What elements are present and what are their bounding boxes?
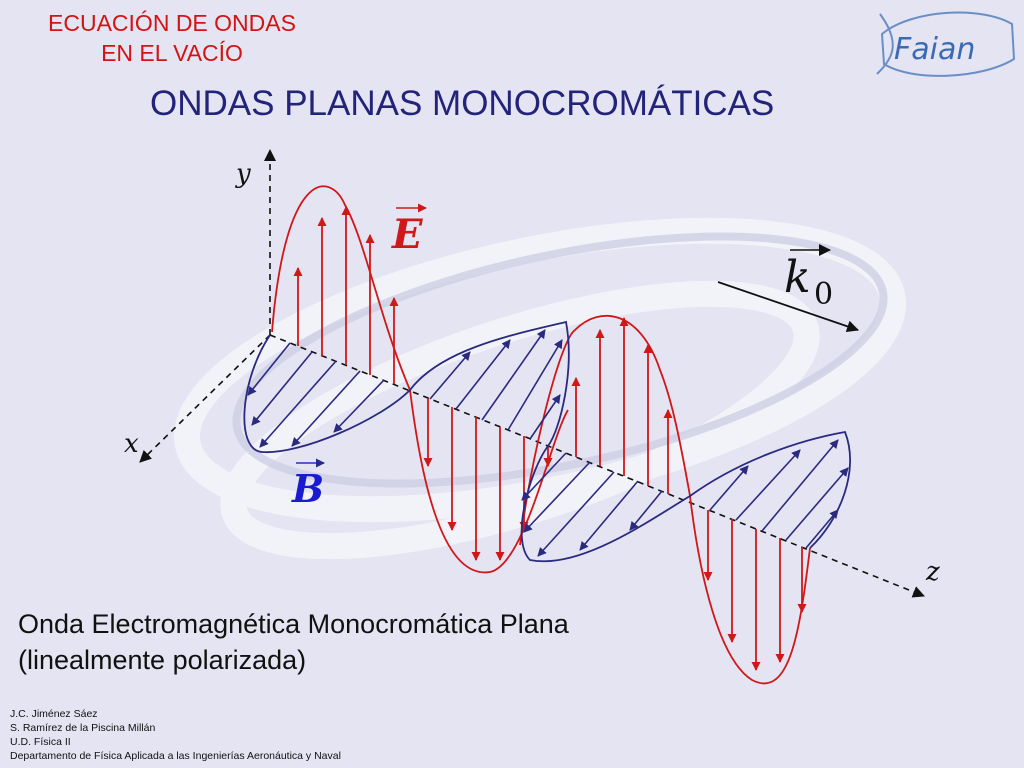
b-vector xyxy=(537,471,615,557)
caption: Onda Electromagnética Monocromática Plan… xyxy=(18,606,569,678)
z-axis xyxy=(269,334,925,598)
b-vector xyxy=(247,342,291,396)
b-vector xyxy=(507,339,563,431)
e-field-envelope-4 xyxy=(689,495,811,685)
b-field-envelope-1 xyxy=(243,334,411,453)
b-vector xyxy=(709,465,749,511)
b-field-vectors xyxy=(247,329,849,557)
b-vector xyxy=(481,329,546,421)
b-vector xyxy=(805,509,839,549)
wave-vector-label: k xyxy=(784,252,811,303)
x-axis-label: x xyxy=(124,429,139,459)
wave-vector-arrow xyxy=(717,281,859,333)
b-vector xyxy=(629,490,663,531)
credit-author-1: J.C. Jiménez Sáez xyxy=(10,708,98,720)
section-title-line2: EN EL VACÍO xyxy=(101,40,243,66)
b-vector xyxy=(579,480,639,551)
logo-outline xyxy=(880,11,1016,77)
y-axis-label: y xyxy=(235,159,251,189)
b-vector xyxy=(521,452,567,501)
b-field-envelope-3 xyxy=(520,445,691,563)
b-vector xyxy=(455,339,511,410)
caption-line1: Onda Electromagnética Monocromática Plan… xyxy=(18,609,569,639)
wave-vector-subscript: 0 xyxy=(814,277,833,312)
electric-field-label: E xyxy=(391,211,423,258)
e-field-vectors xyxy=(293,206,807,671)
b-vector xyxy=(735,449,801,521)
z-axis-label: z xyxy=(925,557,940,587)
b-field-envelope-2 xyxy=(409,320,570,447)
b-vector xyxy=(251,351,313,426)
slide-title: ONDAS PLANAS MONOCROMÁTICAS xyxy=(150,84,775,123)
b-vector xyxy=(291,370,361,447)
b-vector xyxy=(523,461,591,533)
credit-author-2: S. Ramírez de la Piscina Millán xyxy=(10,722,156,734)
x-axis xyxy=(139,334,271,463)
credits: J.C. Jiménez Sáez S. Ramírez de la Pisci… xyxy=(10,707,341,763)
magnetic-field-label: B xyxy=(291,466,324,511)
b-vector xyxy=(259,360,337,448)
section-title-line1: ECUACIÓN DE ONDAS xyxy=(48,10,296,36)
credit-unit: U.D. Física II xyxy=(10,736,71,748)
section-title: ECUACIÓN DE ONDAS EN EL VACÍO xyxy=(0,8,344,68)
credit-department: Departamento de Física Aplicada a las In… xyxy=(10,750,341,762)
e-field-envelope-3 xyxy=(519,315,691,546)
b-vector xyxy=(333,379,385,433)
caption-line2: (linealmente polarizada) xyxy=(18,645,307,675)
faian-logo: Faian xyxy=(876,11,1016,77)
b-vector xyxy=(761,439,839,532)
logo-swoosh xyxy=(876,13,894,75)
b-vector xyxy=(429,351,471,400)
e-field-envelope-1 xyxy=(271,185,411,391)
b-field-envelope-4 xyxy=(689,430,851,549)
b-vector xyxy=(529,394,561,440)
b-vector xyxy=(785,467,849,541)
logo-text: Faian xyxy=(894,32,975,67)
